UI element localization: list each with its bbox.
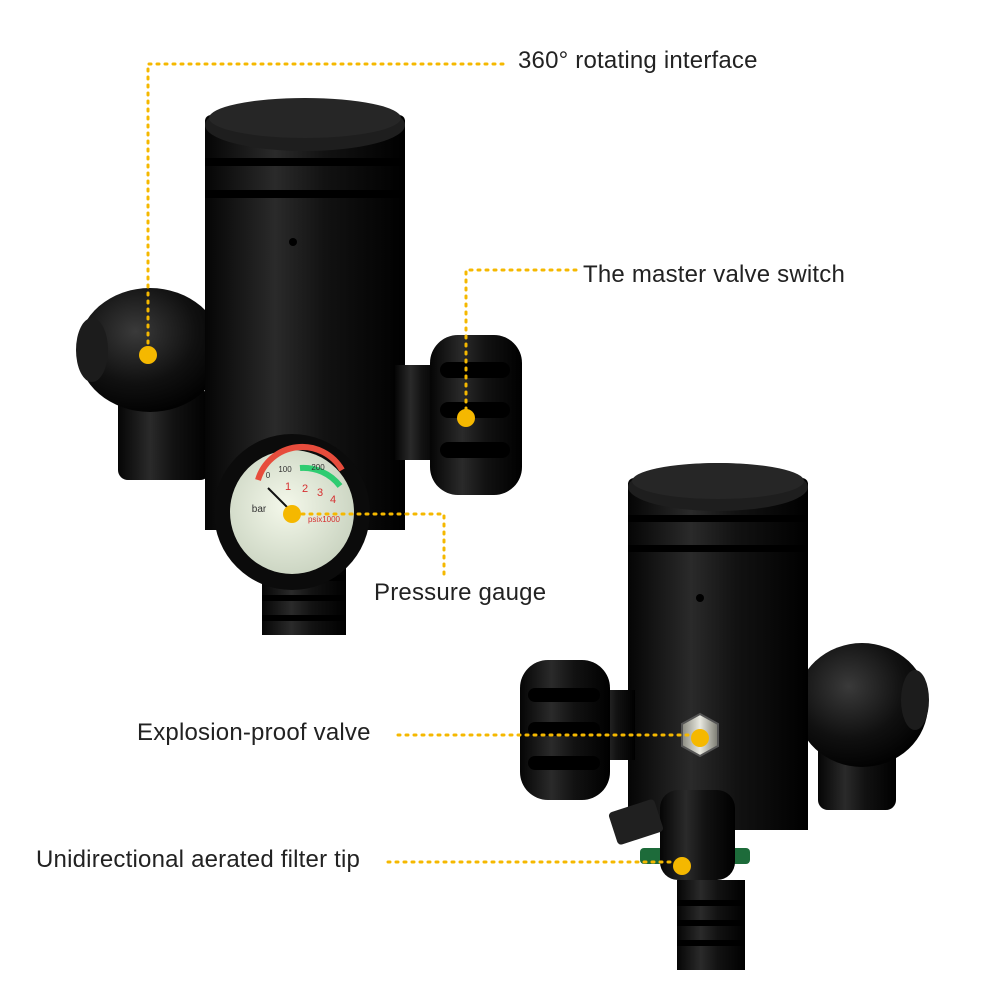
callout-lines (146, 62, 702, 864)
dot-master (457, 409, 475, 427)
gauge-bar-100: 100 (278, 465, 292, 474)
dot-rotating (139, 346, 157, 364)
label-filter-tip: Unidirectional aerated filter tip (36, 846, 361, 873)
label-rotating-interface: 360° rotating interface (518, 47, 758, 74)
master-valve-knob-right (520, 660, 635, 800)
pressure-gauge: 1 2 3 4 0 100 200 bar psix1000 (214, 434, 370, 635)
gauge-bar-0: 0 (266, 471, 271, 480)
filter-tip (608, 790, 750, 970)
label-explosion-proof-valve: Explosion-proof valve (137, 719, 371, 746)
callout-dots (139, 346, 709, 875)
top-cap-right (628, 463, 808, 602)
top-cap (205, 98, 405, 250)
gauge-scale-2: 2 (302, 483, 308, 495)
gauge-bar-200: 200 (311, 463, 325, 472)
callout-line-master (464, 268, 578, 419)
gauge-scale-1: 1 (285, 481, 291, 493)
dot-explosion (691, 729, 709, 747)
callout-line-rotating (146, 62, 505, 354)
gauge-scale-3: 3 (317, 487, 323, 499)
regulator-right (520, 463, 929, 970)
master-valve-knob (395, 335, 522, 495)
main-body-right (628, 560, 808, 830)
dot-filter (673, 857, 691, 875)
regulator-left: 1 2 3 4 0 100 200 bar psix1000 (76, 98, 522, 635)
dot-gauge (283, 505, 301, 523)
gauge-unit-bar: bar (252, 504, 267, 515)
ball-valve-right (796, 643, 929, 810)
label-pressure-gauge: Pressure gauge (374, 579, 547, 606)
label-master-valve-switch: The master valve switch (583, 261, 846, 288)
callout-line-gauge (292, 512, 446, 580)
gauge-unit-psi: psix1000 (308, 515, 341, 524)
gauge-scale-4: 4 (330, 494, 336, 506)
